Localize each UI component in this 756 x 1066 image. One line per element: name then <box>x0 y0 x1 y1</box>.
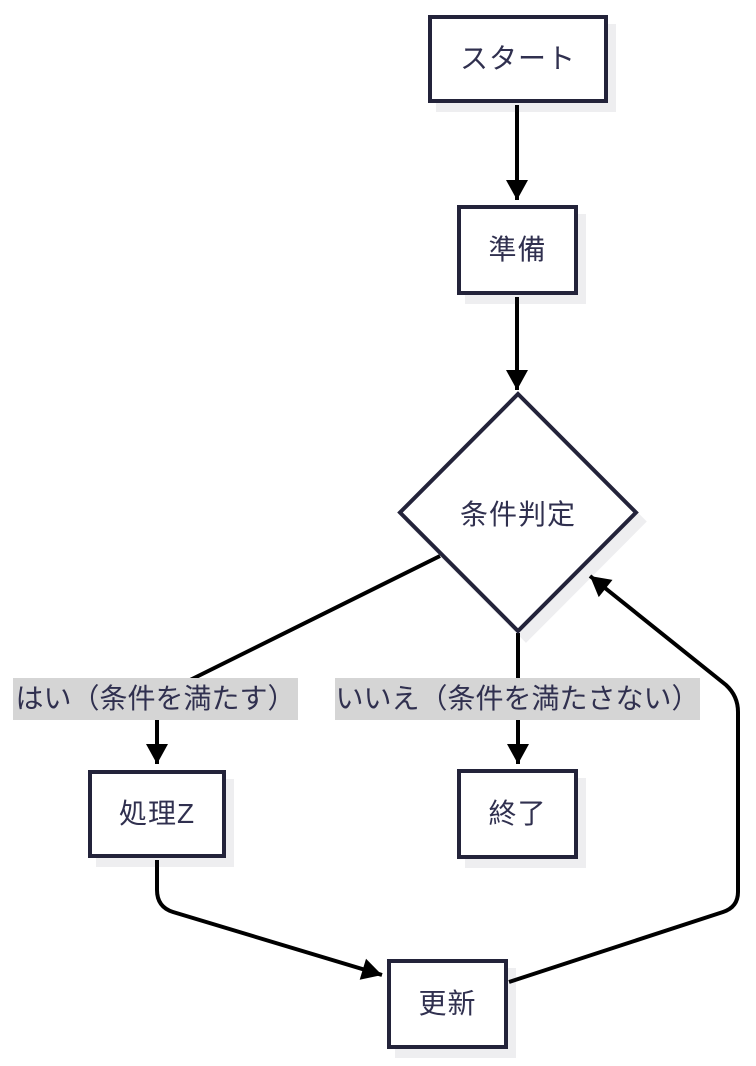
edge-label-yes: はい（条件を満たす） <box>13 678 298 720</box>
node-update: 更新 <box>387 959 508 1049</box>
edge-label-no: いいえ（条件を満たさない） <box>335 678 700 720</box>
edge-label-yes-text: はい（条件を満たす） <box>15 683 296 714</box>
edge-update-to-decision-loop <box>508 574 740 984</box>
node-start-label: スタート <box>459 43 576 74</box>
node-update-label: 更新 <box>418 988 477 1019</box>
node-processz: 処理Z <box>88 770 226 858</box>
node-prep-label: 準備 <box>488 234 547 265</box>
node-start: スタート <box>428 15 608 103</box>
node-end: 終了 <box>457 769 578 859</box>
node-prep: 準備 <box>457 205 578 295</box>
edge-label-no-text: いいえ（条件を満たさない） <box>335 683 700 714</box>
node-decision: 条件判定 <box>396 390 640 635</box>
node-decision-label: 条件判定 <box>459 498 576 530</box>
edge-processz-to-update <box>155 860 383 980</box>
decision-diamond-shape <box>397 391 639 634</box>
node-processz-label: 処理Z <box>118 798 196 829</box>
node-end-label: 終了 <box>488 798 547 829</box>
